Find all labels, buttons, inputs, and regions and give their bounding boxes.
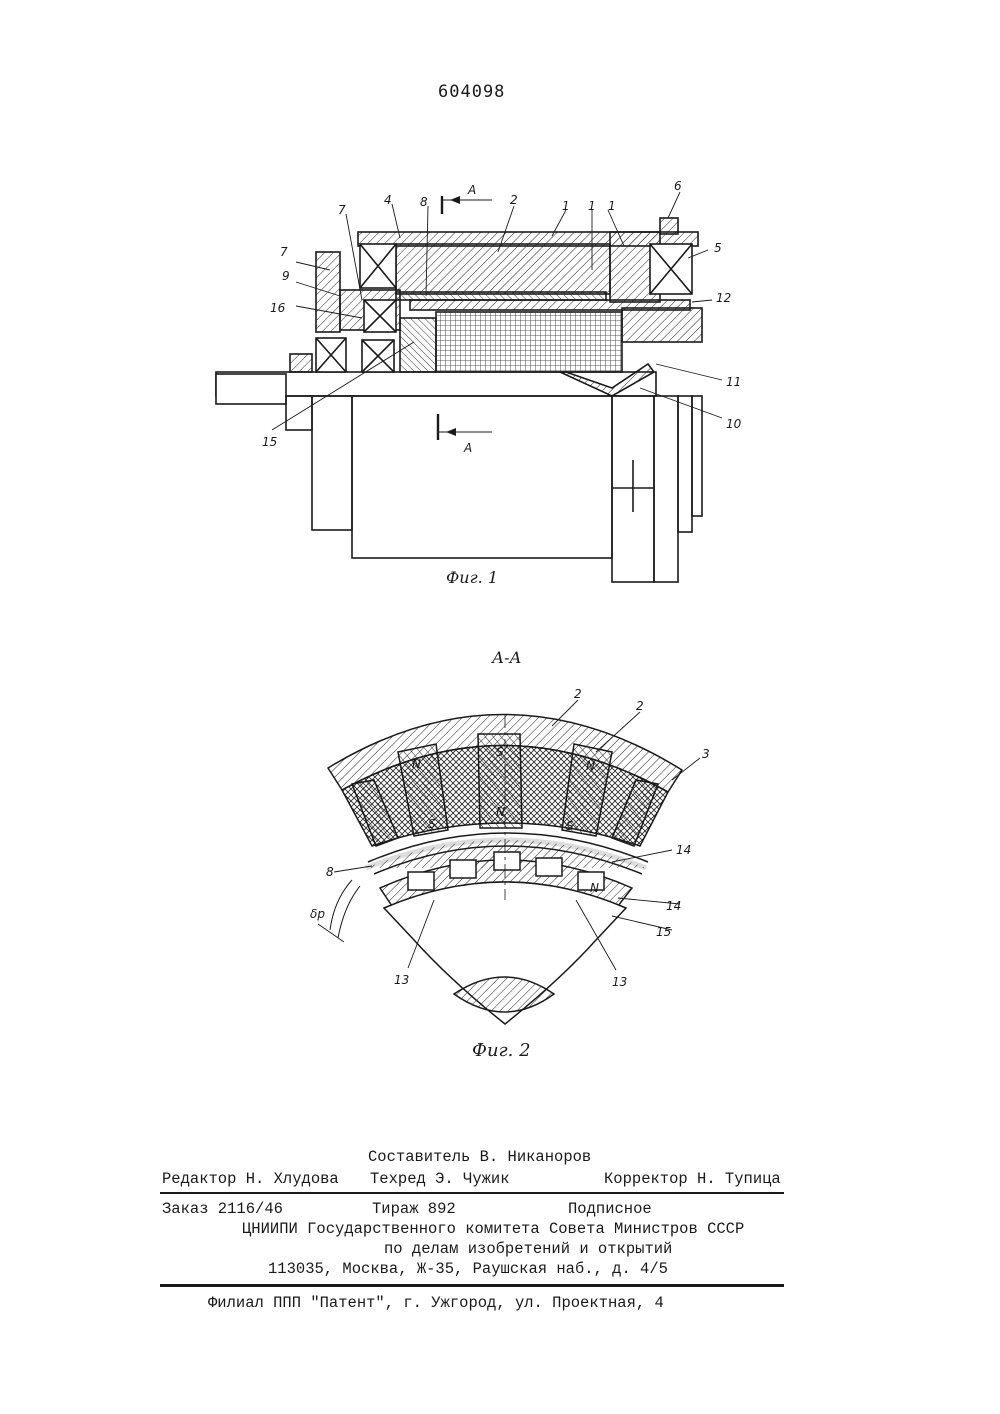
fig1-label-6: 6 [674, 179, 682, 193]
fig1-label-2: 2 [510, 193, 518, 207]
imprint-rule-2 [160, 1284, 784, 1287]
fig1-label-7b: 7 [280, 245, 288, 259]
fig2-label-delta: δр [310, 907, 325, 921]
fig2-label-15: 15 [656, 925, 671, 939]
fig1-label-9: 9 [282, 269, 290, 283]
fig2-label-3: 3 [702, 747, 710, 761]
fig1-label-8: 8 [420, 195, 428, 209]
imprint-compiler: Составитель В. Никаноров [368, 1148, 591, 1166]
pole-n4: N [590, 881, 599, 895]
pole-n3: N [496, 805, 505, 819]
imprint-institute: ЦНИИПИ Государственного комитета Совета … [242, 1220, 744, 1238]
fig2-label-13b: 13 [612, 975, 627, 989]
imprint-circulation: Тираж 892 [372, 1200, 456, 1218]
fig1-label-12: 12 [716, 291, 731, 305]
fig2-label-2a: 2 [574, 687, 582, 701]
fig2-label-2b: 2 [636, 699, 644, 713]
figure-1-caption: Фиг. 1 [446, 568, 498, 587]
fig1-label-10: 10 [726, 417, 742, 431]
fig1-label-4: 4 [384, 193, 392, 207]
pole-s2: S [428, 817, 436, 831]
imprint-address: 113035, Москва, Ж-35, Раушская наб., д. … [268, 1260, 668, 1278]
fig2-label-8: 8 [326, 865, 334, 879]
fig2-label-14a: 14 [676, 843, 691, 857]
patent-number: 604098 [438, 82, 505, 102]
fig1-label-1b: 1 [588, 199, 596, 213]
fig1-label-1c: 1 [608, 199, 616, 213]
fig1-label-5: 5 [714, 241, 722, 255]
imprint-rule-1 [160, 1192, 784, 1194]
figure-2-caption: Фиг. 2 [472, 1040, 531, 1061]
imprint-dept: по делам изобретений и открытий [384, 1240, 672, 1258]
fig1-label-15: 15 [262, 435, 277, 449]
fig2-label-13a: 13 [394, 973, 409, 987]
section-mark-bottom: А [463, 441, 472, 455]
pole-s3: S [566, 819, 574, 833]
pole-s1: S [496, 745, 504, 759]
imprint-editor: Редактор Н. Хлудова [162, 1170, 339, 1188]
fig1-label-11: 11 [726, 375, 741, 389]
pole-n2: N [586, 759, 595, 773]
imprint-techred: Техред Э. Чужик [370, 1170, 510, 1188]
imprint-branch: Филиал ППП "Патент", г. Ужгород, ул. Про… [208, 1294, 664, 1312]
figure-1-drawing: А А 4 8 2 1 1 1 6 5 12 11 10 7 7 9 16 15 [200, 170, 760, 610]
figure-2-drawing: N S N S N S N 2 2 3 8 14 14 15 13 13 δр [300, 680, 720, 1040]
imprint-corrector: Корректор Н. Тупица [604, 1170, 781, 1188]
section-mark-top: А [467, 183, 476, 197]
figure-2-title: А-А [492, 648, 522, 667]
imprint-order: Заказ 2116/46 [162, 1200, 283, 1218]
fig2-label-14b: 14 [666, 899, 681, 913]
imprint-subscription: Подписное [568, 1200, 652, 1218]
fig1-label-1a: 1 [562, 199, 570, 213]
pole-n1: N [412, 757, 421, 771]
fig1-label-16: 16 [270, 301, 286, 315]
fig1-label-7a: 7 [338, 203, 346, 217]
